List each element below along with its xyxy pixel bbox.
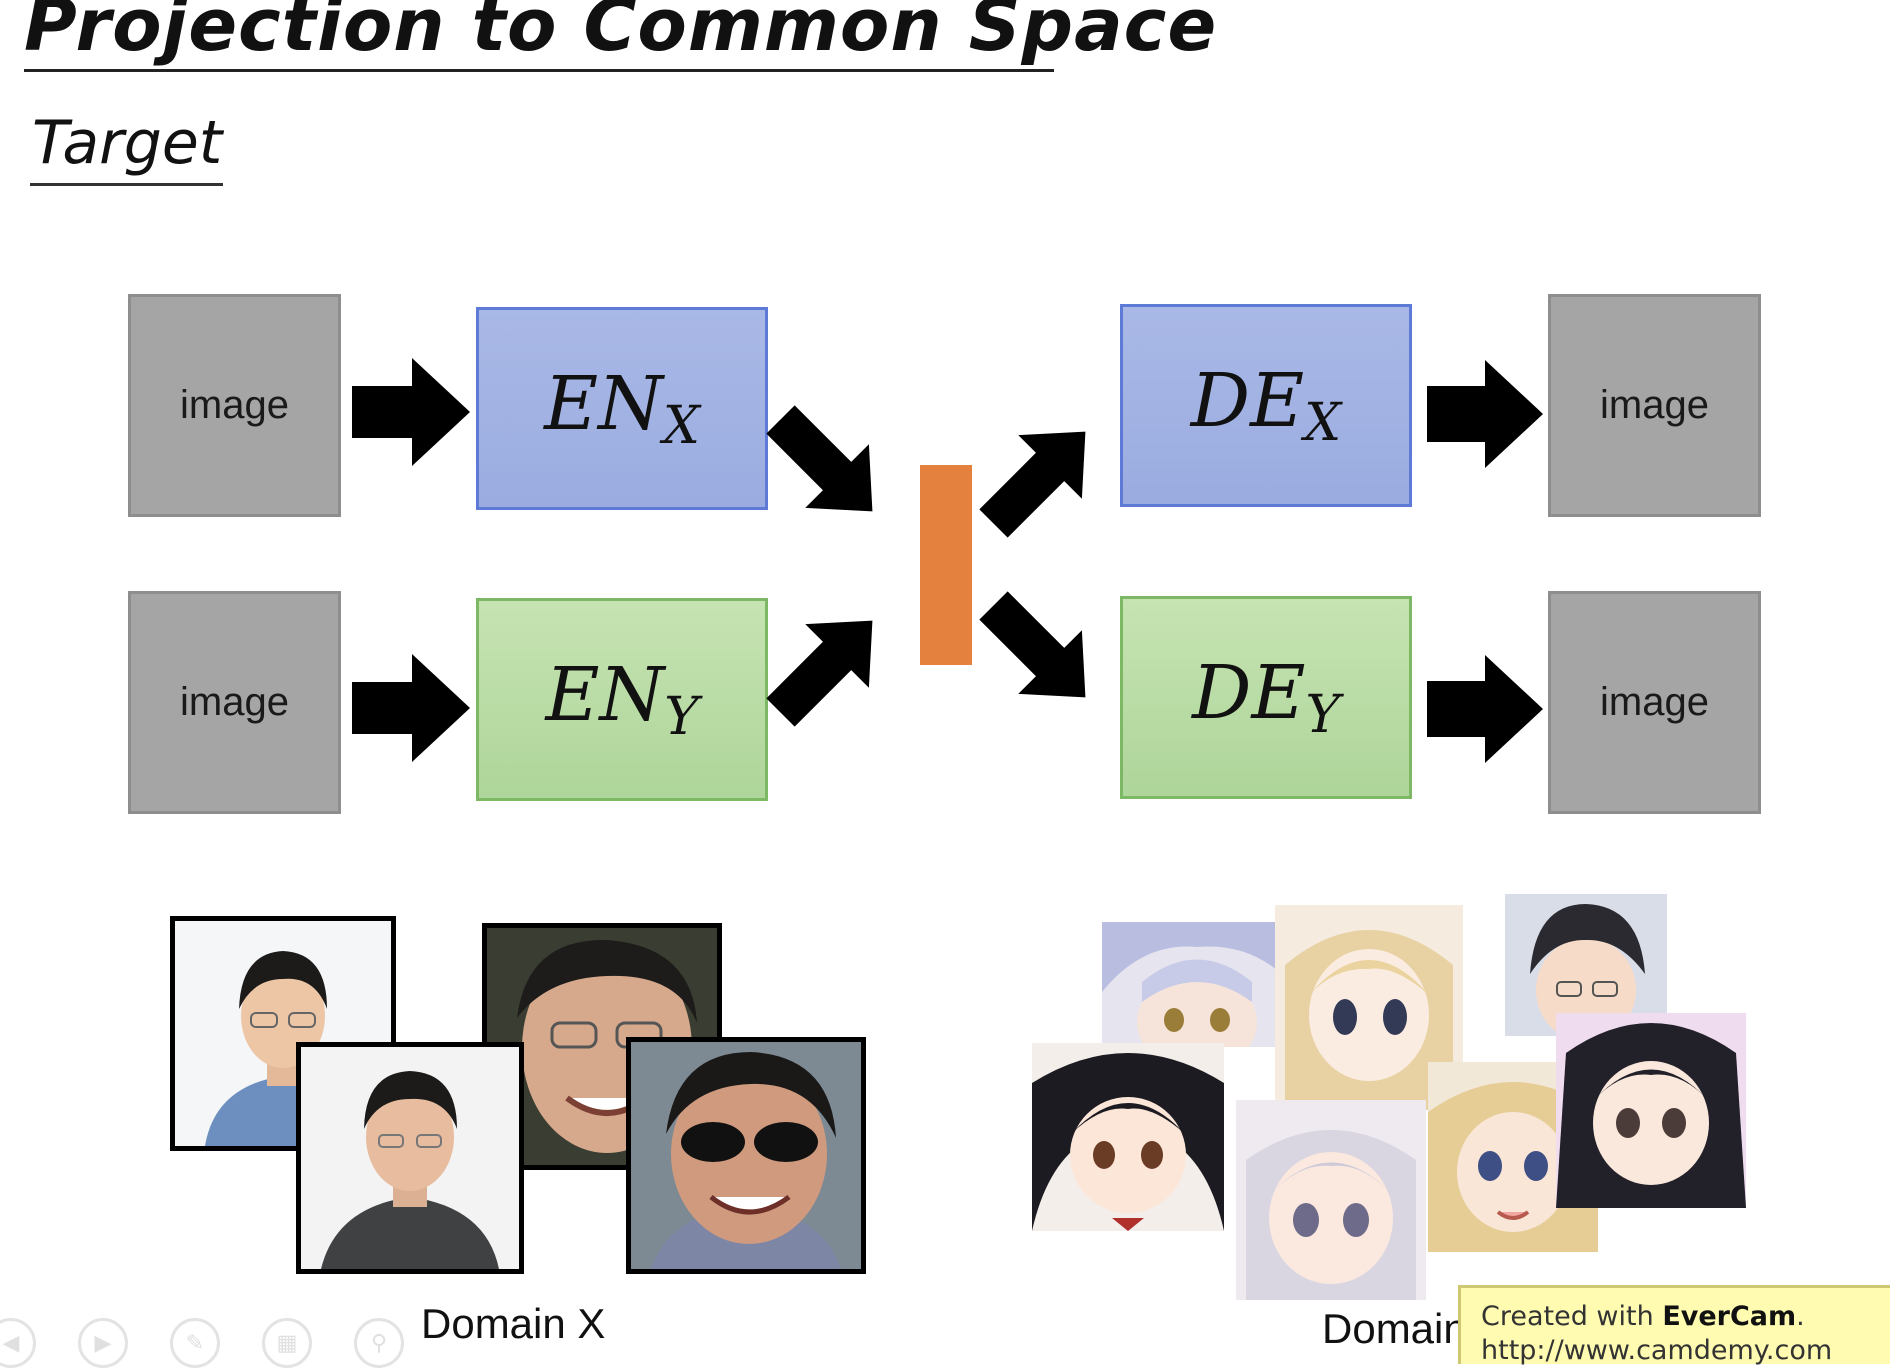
pen-icon[interactable]: ✎ — [170, 1318, 220, 1368]
encoder-x-name: EN — [544, 361, 663, 447]
play-icon[interactable]: ▶ — [78, 1318, 128, 1368]
zoom-icon[interactable]: ⚲ — [354, 1318, 404, 1368]
input-image-y-label: image — [180, 680, 289, 724]
domain-y-image — [1236, 1100, 1426, 1300]
arrow-image-to-encoder-x — [352, 358, 470, 466]
evercam-watermark: Created with EverCam. http://www.camdemy… — [1458, 1285, 1890, 1366]
arrow-decoder-x-to-image — [1427, 360, 1543, 468]
decoder-x-name: DE — [1190, 358, 1305, 444]
watermark-prefix: Created with — [1481, 1301, 1663, 1332]
decoder-y: DEY — [1120, 596, 1412, 799]
input-image-y: image — [128, 591, 341, 814]
arrow-latent-to-decoder-y — [979, 591, 1086, 698]
latent-code — [920, 465, 972, 665]
encoder-y-subscript: Y — [664, 687, 699, 747]
watermark-line1: Created with EverCam. — [1481, 1300, 1890, 1334]
slides-icon[interactable]: ▦ — [262, 1318, 312, 1368]
slide-subtitle: Target — [32, 108, 223, 178]
output-image-x-label: image — [1600, 383, 1709, 427]
arrow-latent-to-decoder-x — [979, 431, 1086, 538]
decoder-y-subscript: Y — [1305, 685, 1340, 745]
arrow-decoder-y-to-image — [1427, 655, 1543, 763]
domain-y-image — [1505, 894, 1667, 1036]
output-image-y: image — [1548, 591, 1761, 814]
decoder-y-name: DE — [1192, 650, 1306, 736]
decoder-x: DEX — [1120, 304, 1412, 507]
domain-x-photo — [626, 1037, 866, 1274]
arrow-image-to-encoder-y — [352, 654, 470, 762]
input-image-x-label: image — [180, 383, 289, 427]
subtitle-underline — [30, 183, 223, 186]
watermark-url[interactable]: http://www.camdemy.com — [1481, 1334, 1833, 1366]
arrow-encoder-y-to-latent — [766, 620, 873, 727]
encoder-x: ENX — [476, 307, 768, 510]
slide-title: Projection to Common Space — [24, 0, 1218, 67]
encoder-x-subscript: X — [662, 396, 700, 456]
domain-y-image — [1556, 1013, 1746, 1208]
output-image-y-label: image — [1600, 680, 1709, 724]
domain-x-label: Domain X — [421, 1300, 606, 1347]
arrow-encoder-x-to-latent — [766, 405, 873, 512]
title-underline — [24, 69, 1054, 72]
watermark-suffix: . — [1796, 1301, 1805, 1332]
output-image-x: image — [1548, 294, 1761, 517]
encoder-y: ENY — [476, 598, 768, 801]
domain-y-image — [1275, 905, 1463, 1110]
domain-x-photo — [296, 1042, 524, 1274]
encoder-y-name: EN — [545, 652, 665, 738]
domain-y-image — [1032, 1043, 1224, 1231]
watermark-brand: EverCam — [1662, 1301, 1797, 1332]
decoder-x-subscript: X — [1304, 393, 1342, 453]
input-image-x: image — [128, 294, 341, 517]
domain-y-image — [1102, 922, 1290, 1047]
